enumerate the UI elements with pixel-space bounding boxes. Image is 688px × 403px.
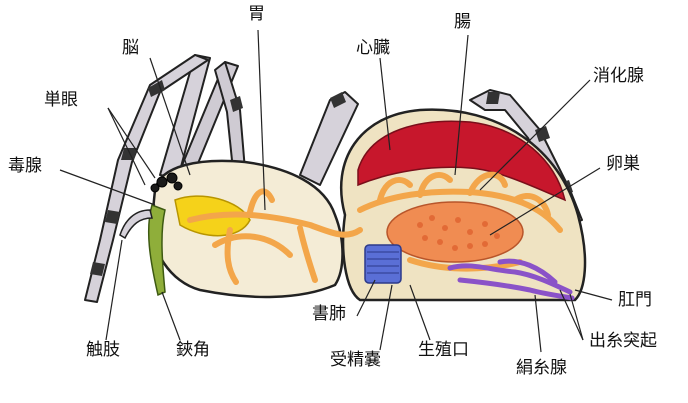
label-pedipalp: 触肢 [86, 340, 120, 360]
chelicera [147, 204, 166, 297]
simple-eyes [150, 172, 183, 193]
heart [357, 120, 567, 202]
label-chelicera: 鋏角 [176, 340, 210, 360]
label-heart: 心臓 [356, 38, 390, 58]
label-brain: 脳 [122, 38, 139, 58]
abdomen [340, 108, 587, 302]
book-lung [364, 244, 402, 284]
cephalothorax-body [150, 159, 344, 299]
label-book-lung: 書肺 [312, 304, 346, 324]
leg-left-2-upper [214, 61, 246, 171]
label-anus: 肛門 [618, 290, 652, 310]
label-spinnerets: 出糸突起 [589, 331, 657, 351]
leg-left-1-upper [84, 54, 209, 303]
label-silk-glands: 絹糸腺 [516, 358, 567, 378]
label-ovary: 卵巣 [606, 154, 640, 174]
leg-right-1 [299, 91, 359, 186]
label-stomach: 胃 [248, 4, 265, 24]
label-simple-eyes: 単眼 [44, 90, 78, 110]
ovary [386, 201, 524, 263]
cephalothorax [119, 159, 363, 299]
pedipalp [119, 209, 153, 240]
label-spermatheca: 受精嚢 [330, 350, 381, 370]
label-genital-opening: 生殖口 [418, 340, 469, 360]
label-intestine: 腸 [454, 12, 471, 32]
label-digestive-gland: 消化腺 [593, 66, 644, 86]
stomach [187, 188, 363, 285]
pointer-lines [59, 29, 613, 353]
silk-glands [447, 258, 575, 301]
label-venom-gland: 毒腺 [8, 156, 42, 176]
ovary-texture [417, 215, 500, 251]
